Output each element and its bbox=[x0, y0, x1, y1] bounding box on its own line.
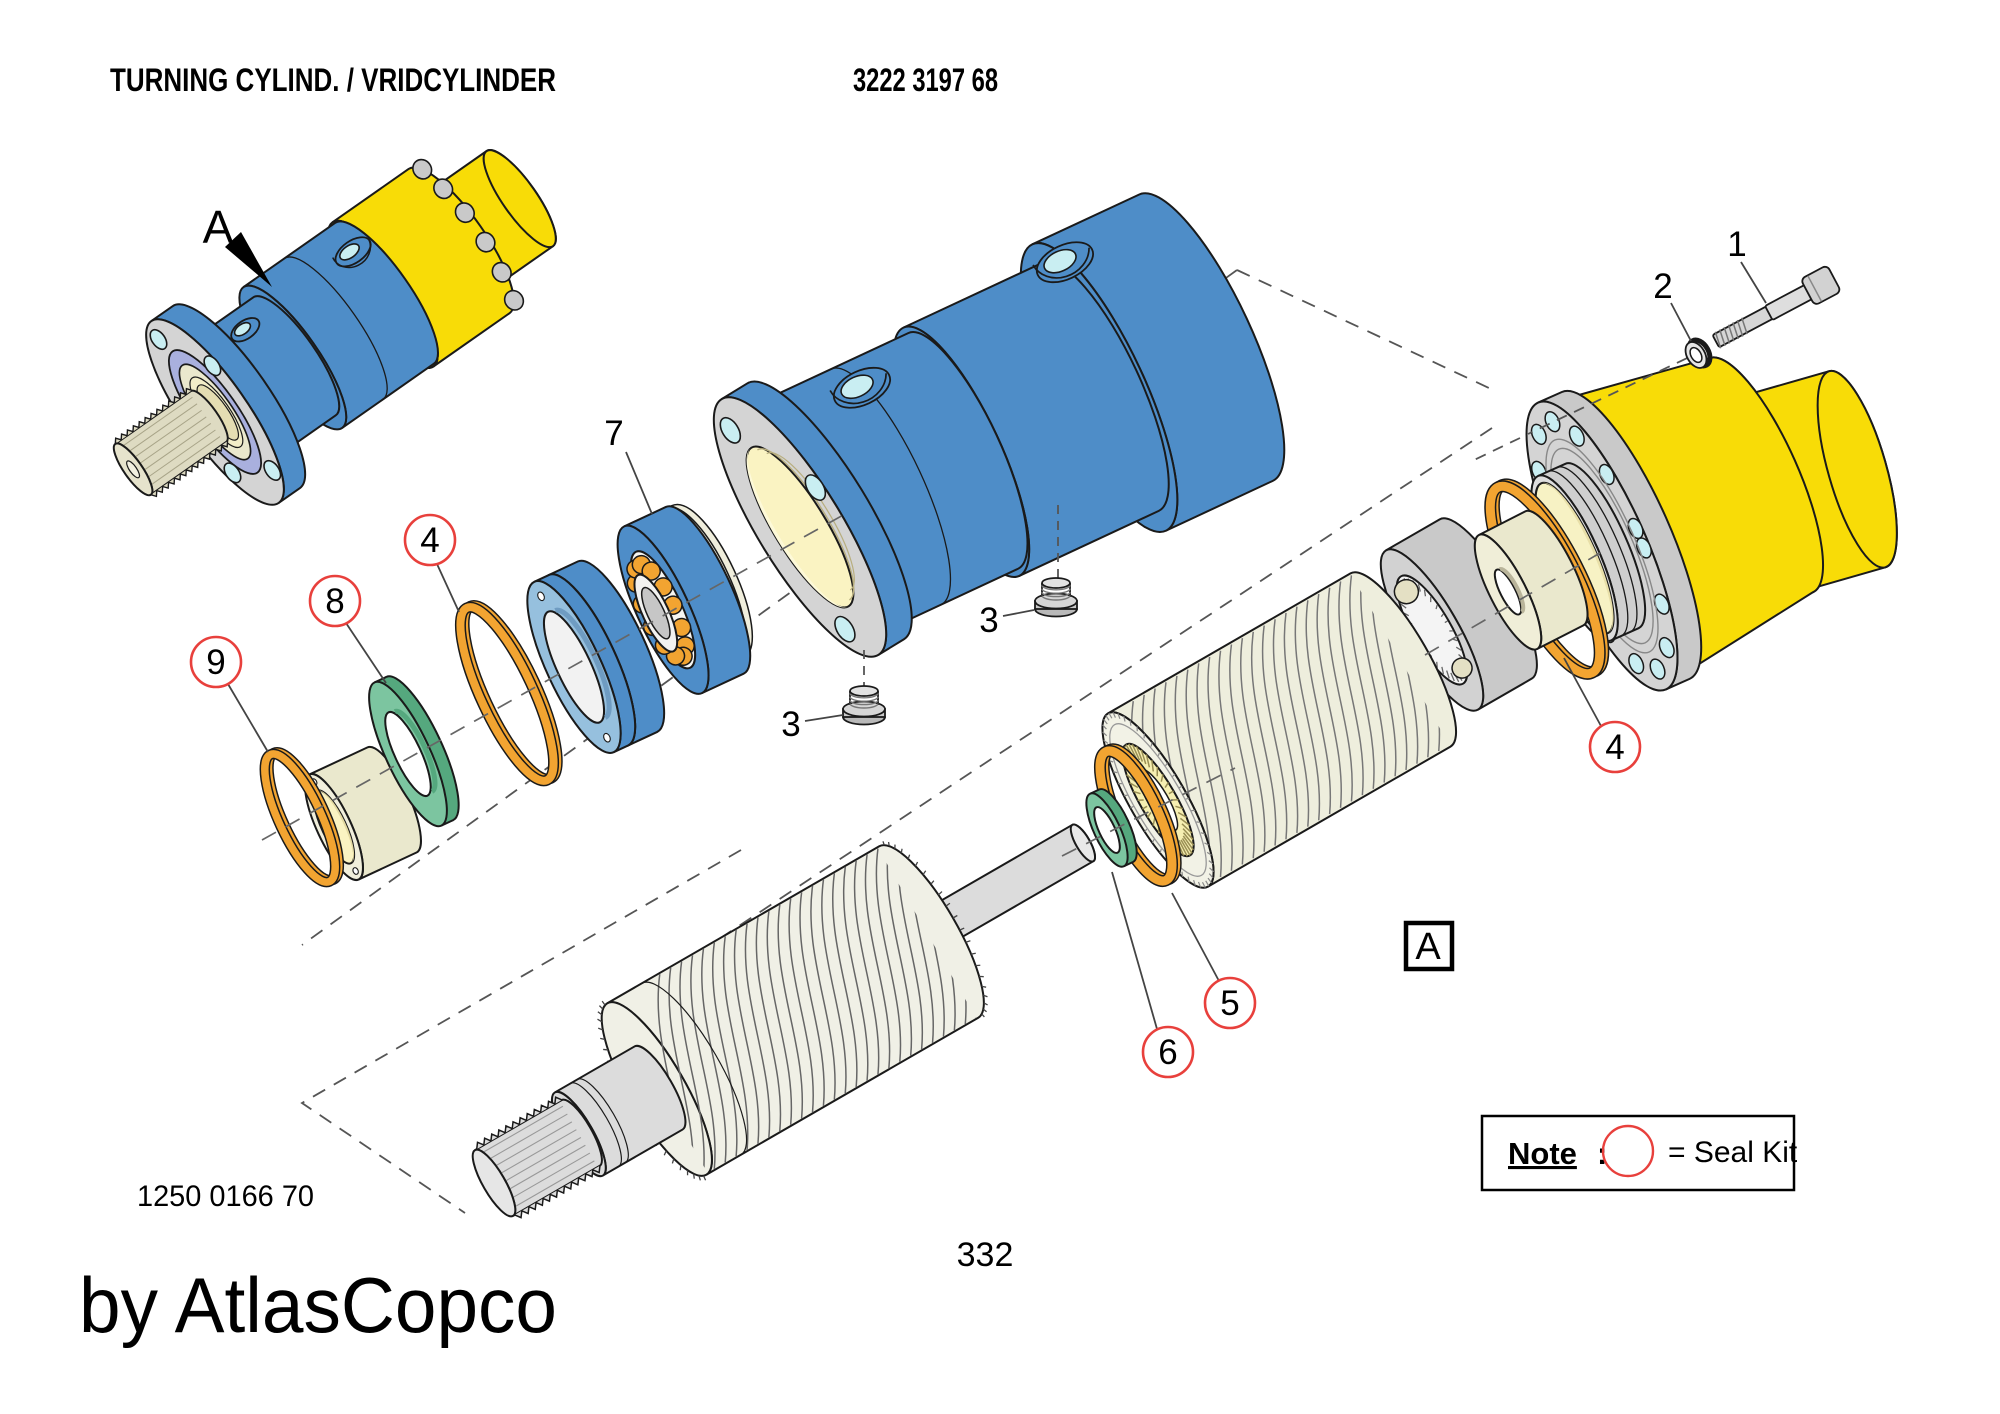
svg-text:6: 6 bbox=[1158, 1033, 1177, 1072]
svg-text:1: 1 bbox=[1727, 225, 1746, 264]
svg-text:2: 2 bbox=[1653, 267, 1672, 306]
svg-text:TURNING CYLIND. / VRIDCYLINDER: TURNING CYLIND. / VRIDCYLINDER bbox=[110, 62, 556, 98]
svg-text:1250 0166 70: 1250 0166 70 bbox=[137, 1180, 314, 1213]
svg-text:3: 3 bbox=[781, 705, 800, 744]
svg-text:7: 7 bbox=[604, 414, 623, 453]
svg-text:A: A bbox=[1415, 926, 1441, 968]
svg-text:5: 5 bbox=[1220, 984, 1239, 1023]
svg-text:3222 3197 68: 3222 3197 68 bbox=[853, 62, 998, 98]
svg-text:Note: Note bbox=[1508, 1136, 1577, 1171]
svg-text:9: 9 bbox=[206, 643, 225, 682]
svg-text:= Seal Kit: = Seal Kit bbox=[1668, 1136, 1798, 1169]
svg-text:by AtlasCopco: by AtlasCopco bbox=[79, 1261, 557, 1349]
svg-text:4: 4 bbox=[420, 521, 439, 560]
svg-text:3: 3 bbox=[979, 601, 998, 640]
svg-text:332: 332 bbox=[957, 1236, 1014, 1274]
svg-text:4: 4 bbox=[1605, 728, 1624, 767]
svg-text:8: 8 bbox=[325, 582, 344, 621]
